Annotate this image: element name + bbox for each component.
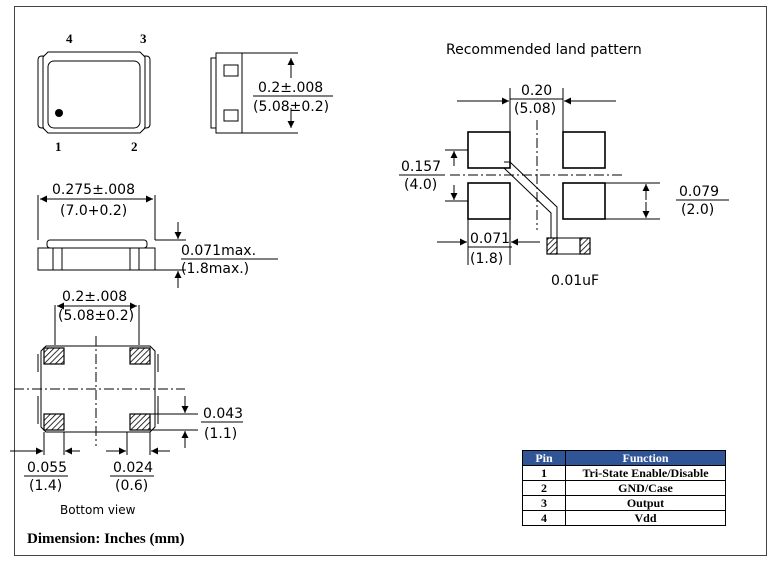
cell-pin: 1 bbox=[522, 465, 566, 481]
pin-label-2: 2 bbox=[131, 139, 138, 154]
bottom-pad-height-label: 0.043 bbox=[203, 406, 243, 422]
land-pattern: Recommended land pattern 0.20 (5.08) 0.0… bbox=[399, 42, 729, 289]
land-pad-3 bbox=[562, 131, 606, 169]
side-height-mm-label: (5.08±0.2) bbox=[253, 99, 329, 115]
pin1-marker-dot bbox=[55, 109, 63, 117]
bottom-pitch-mm-label: (5.08±0.2) bbox=[58, 308, 134, 324]
bottom-pad-gap-label: 0.024 bbox=[113, 460, 153, 476]
bottom-pitch-label: 0.2±.008 bbox=[62, 289, 127, 305]
side-height-label: 0.2±.008 bbox=[258, 80, 323, 96]
cell-function: GND/Case bbox=[565, 480, 726, 496]
length-label: 0.275±.008 bbox=[52, 182, 135, 198]
drawing-frame bbox=[14, 6, 767, 556]
land-gap-mm-label: (5.08) bbox=[514, 101, 556, 117]
table-row: 1 Tri-State Enable/Disable bbox=[522, 465, 726, 481]
land-pitch-mm-label: (4.0) bbox=[404, 177, 437, 193]
land-pad-2 bbox=[562, 182, 606, 220]
land-pad-4 bbox=[467, 131, 511, 169]
header-function: Function bbox=[565, 450, 726, 466]
table-row: 3 Output bbox=[522, 495, 726, 511]
pin-label-3: 3 bbox=[140, 31, 147, 46]
length-mm-label: (7.0+0.2) bbox=[60, 203, 127, 219]
land-pitch-label: 0.157 bbox=[401, 159, 441, 175]
land-pattern-title: Recommended land pattern bbox=[446, 42, 642, 58]
cell-pin: 3 bbox=[522, 495, 566, 511]
bottom-view: 0.2±.008 (5.08±0.2) 0.043 (1.1) 0.055 (1… bbox=[10, 289, 243, 517]
bottom-view-caption: Bottom view bbox=[60, 503, 136, 517]
thickness-label: 0.071max. bbox=[181, 243, 256, 259]
cell-function: Vdd bbox=[565, 510, 726, 526]
land-pad-width-mm-label: (1.8) bbox=[470, 251, 503, 267]
pin-label-4: 4 bbox=[66, 31, 73, 46]
table-row: 2 GND/Case bbox=[522, 480, 726, 496]
cell-pin: 2 bbox=[522, 480, 566, 496]
top-view: 4 3 1 2 bbox=[37, 31, 151, 154]
cell-function: Tri-State Enable/Disable bbox=[565, 465, 726, 481]
cell-function: Output bbox=[565, 495, 726, 511]
land-gap-label: 0.20 bbox=[521, 83, 552, 99]
bottom-pad-height-mm-label: (1.1) bbox=[204, 426, 237, 442]
land-pad-width-label: 0.071 bbox=[470, 231, 510, 247]
front-view: 0.275±.008 (7.0+0.2) 0.071max. (1.8max.) bbox=[37, 182, 278, 288]
table-header-row: Pin Function bbox=[522, 450, 726, 466]
bottom-pad-width-mm-label: (1.4) bbox=[29, 478, 62, 494]
capacitor-label: 0.01uF bbox=[551, 273, 599, 289]
table-row: 4 Vdd bbox=[522, 510, 726, 526]
dimension-units-note: Dimension: Inches (mm) bbox=[27, 531, 185, 547]
pin-function-table: Pin Function 1 Tri-State Enable/Disable … bbox=[522, 450, 726, 526]
side-view: 0.2±.008 (5.08±0.2) bbox=[210, 52, 333, 134]
header-pin: Pin bbox=[522, 450, 566, 466]
land-pad-1 bbox=[467, 182, 511, 220]
cell-pin: 4 bbox=[522, 510, 566, 526]
land-pad-height-mm-label: (2.0) bbox=[681, 202, 714, 218]
bottom-pad-width-label: 0.055 bbox=[27, 460, 67, 476]
bottom-pad-gap-mm-label: (0.6) bbox=[115, 478, 148, 494]
pin-label-1: 1 bbox=[55, 139, 62, 154]
land-pad-height-label: 0.079 bbox=[679, 184, 719, 200]
thickness-mm-label: (1.8max.) bbox=[181, 261, 249, 277]
